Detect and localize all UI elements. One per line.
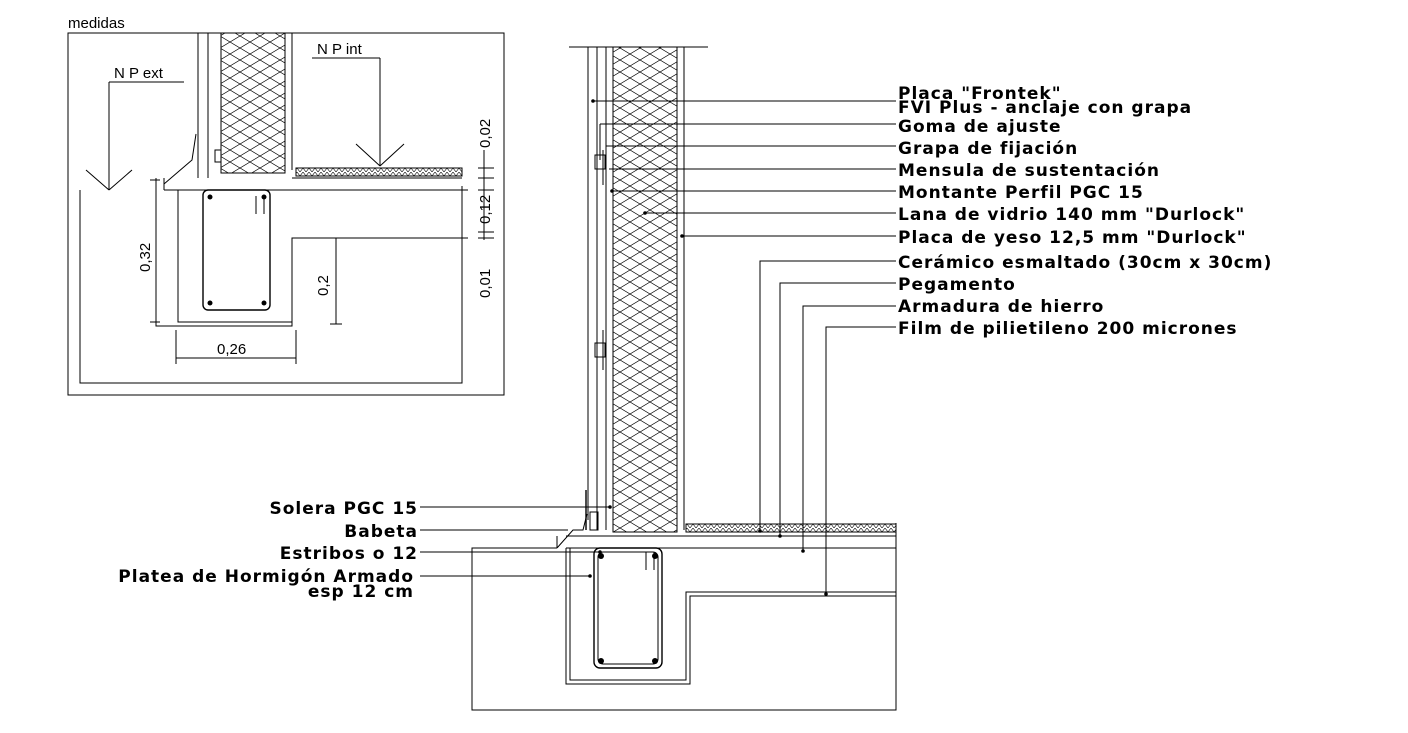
inset-frame: [67, 32, 505, 396]
label-babeta: Babeta: [344, 522, 418, 542]
level-marker-exterior: N P ext: [85, 65, 184, 191]
inset-dimensions: 0,32 0,2 0,26 0,02 0,12 0,01: [137, 119, 494, 364]
label-armadura: Armadura de hierro: [898, 297, 1104, 317]
label-lana-vidrio: Lana de vidrio 140 mm "Durlock": [898, 205, 1245, 225]
wall-labels: Placa "Frontek" FVI Plus - anclaje con g…: [898, 84, 1272, 339]
inset-wall: [197, 32, 293, 178]
label-solera: Solera PGC 15: [269, 499, 418, 519]
base-labels: Solera PGC 15 Babeta Estribos o 12 Plate…: [118, 499, 418, 602]
label-estribos: Estribos o 12: [280, 544, 418, 564]
slab: [471, 523, 897, 711]
label-mensula: Mensula de sustentación: [898, 161, 1160, 181]
inset-detail: medidas N P ext N P int: [67, 15, 505, 396]
dim-beam-width: 0,26: [217, 341, 246, 358]
label-pegamento: Pegamento: [898, 275, 1016, 295]
wall-assembly: [585, 46, 685, 533]
dim-beam-depth: 0,2: [315, 275, 332, 296]
dim-cover: 0,02: [477, 119, 494, 148]
level-exterior-label: N P ext: [114, 65, 164, 82]
base-leaders: [420, 505, 612, 578]
label-platea: Platea de Hormigón Armado: [118, 567, 414, 587]
dim-slab: 0,12: [477, 195, 494, 224]
label-fvi-plus: FVI Plus - anclaje con grapa: [898, 98, 1192, 118]
level-marker-interior: N P int: [312, 41, 405, 167]
wall-leaders: [591, 99, 896, 596]
label-grapa-fijacion: Grapa de fijación: [898, 139, 1078, 159]
babeta-flashing: [556, 513, 588, 549]
label-placa-frontek: Placa "Frontek": [898, 84, 1062, 104]
label-placa-yeso: Placa de yeso 12,5 mm "Durlock": [898, 228, 1247, 248]
level-interior-label: N P int: [317, 41, 363, 58]
dim-membrane: 0,01: [477, 269, 494, 298]
label-film: Film de pilietileno 200 micrones: [898, 319, 1238, 339]
label-ceramico: Cerámico esmaltado (30cm x 30cm): [898, 253, 1272, 273]
dim-total-depth: 0,32: [137, 243, 154, 272]
main-section: Placa "Frontek" FVI Plus - anclaje con g…: [118, 46, 1272, 711]
label-montante: Montante Perfil PGC 15: [898, 183, 1144, 203]
label-goma-ajuste: Goma de ajuste: [898, 117, 1062, 137]
inset-title: medidas: [68, 15, 125, 32]
inset-slab: [79, 133, 468, 384]
label-espesor: esp 12 cm: [308, 582, 414, 602]
